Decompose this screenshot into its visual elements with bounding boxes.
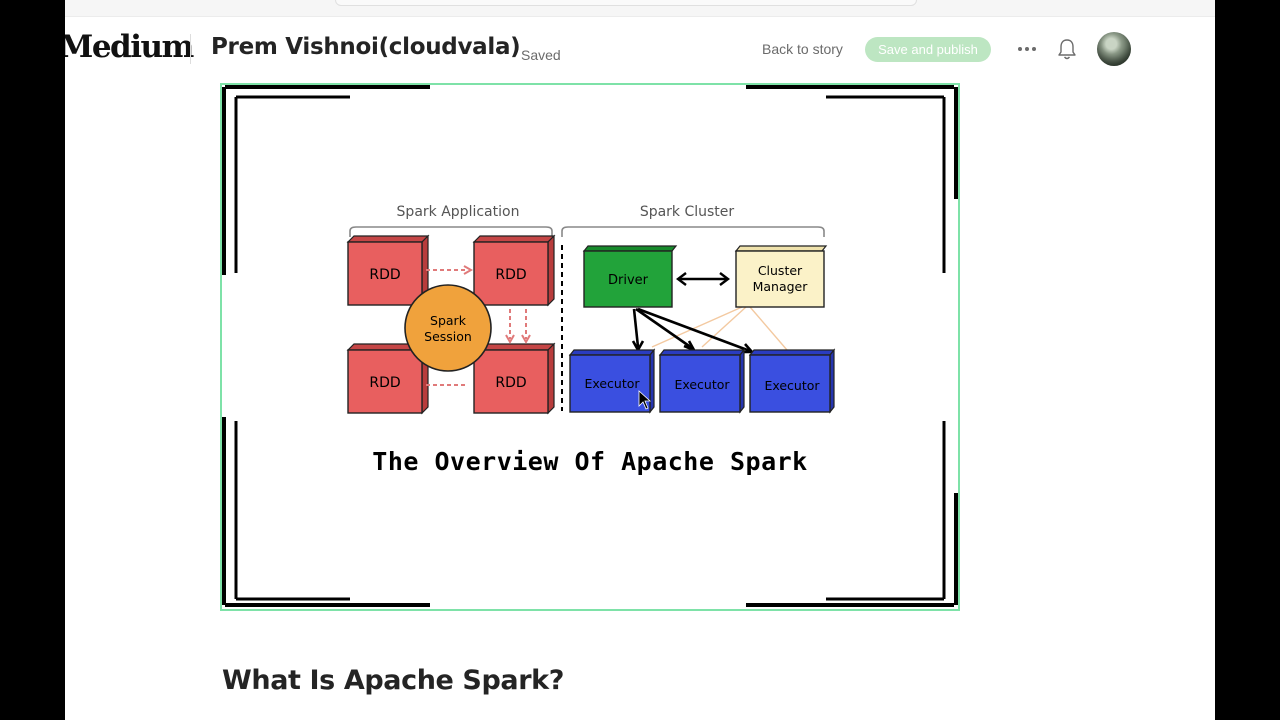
rdd-label: RDD bbox=[369, 375, 400, 391]
editor-header: Medium Prem Vishnoi(cloudvala) Saved Bac… bbox=[65, 18, 1215, 82]
cluster-manager-links bbox=[651, 306, 788, 351]
bell-icon[interactable] bbox=[1056, 37, 1078, 61]
article-image-selected[interactable]: Spark Application Spark Cluster RDD RDD bbox=[220, 83, 960, 611]
figure-title: The Overview Of Apache Spark bbox=[372, 447, 808, 476]
save-and-publish-button[interactable]: Save and publish bbox=[865, 37, 991, 62]
group-label-spark-application: Spark Application bbox=[397, 204, 520, 220]
browser-top-strip bbox=[65, 0, 1215, 17]
spark-overview-diagram: Spark Application Spark Cluster RDD RDD bbox=[222, 85, 958, 607]
executor-label: Executor bbox=[674, 377, 730, 392]
cluster-brace bbox=[561, 226, 825, 237]
mouse-cursor-icon bbox=[638, 390, 652, 410]
rdd-label: RDD bbox=[495, 267, 526, 283]
rdd-block: RDD bbox=[346, 234, 430, 307]
header-divider bbox=[190, 34, 191, 64]
rdd-block: RDD bbox=[472, 234, 556, 307]
rdd-label: RDD bbox=[495, 375, 526, 391]
save-status: Saved bbox=[521, 47, 561, 63]
cluster-manager-label-1: Cluster bbox=[758, 263, 803, 278]
executor-node: Executor bbox=[748, 348, 836, 414]
executor-label: Executor bbox=[584, 376, 640, 391]
frame-brackets bbox=[222, 85, 958, 607]
cluster-manager-label-2: Manager bbox=[753, 279, 809, 294]
spark-session-label-2: Session bbox=[424, 329, 472, 344]
executor-label: Executor bbox=[764, 378, 820, 393]
medium-logo[interactable]: Medium bbox=[65, 29, 194, 65]
more-horizontal-icon[interactable] bbox=[1014, 36, 1040, 62]
group-label-spark-cluster: Spark Cluster bbox=[640, 204, 735, 220]
back-to-story-link[interactable]: Back to story bbox=[762, 41, 843, 57]
driver-node: Driver bbox=[582, 245, 678, 308]
address-bar[interactable] bbox=[335, 0, 917, 6]
author-name: Prem Vishnoi(cloudvala) bbox=[211, 34, 521, 60]
rdd-label: RDD bbox=[369, 267, 400, 283]
spark-session-label-1: Spark bbox=[430, 313, 467, 328]
cluster-manager-node: Cluster Manager bbox=[734, 245, 828, 308]
rdd-connectors bbox=[426, 265, 531, 386]
driver-label: Driver bbox=[608, 273, 649, 288]
executor-node: Executor bbox=[658, 348, 746, 414]
avatar[interactable] bbox=[1097, 32, 1131, 66]
editor-page: Medium Prem Vishnoi(cloudvala) Saved Bac… bbox=[65, 0, 1215, 720]
spark-session-node: Spark Session bbox=[404, 284, 492, 372]
driver-executor-arrows bbox=[631, 307, 755, 354]
section-heading[interactable]: What Is Apache Spark? bbox=[222, 665, 564, 696]
executor-node: Executor bbox=[568, 348, 656, 414]
application-brace bbox=[349, 226, 553, 237]
rdd-block: RDD bbox=[472, 342, 556, 415]
driver-manager-arrow bbox=[676, 272, 730, 286]
